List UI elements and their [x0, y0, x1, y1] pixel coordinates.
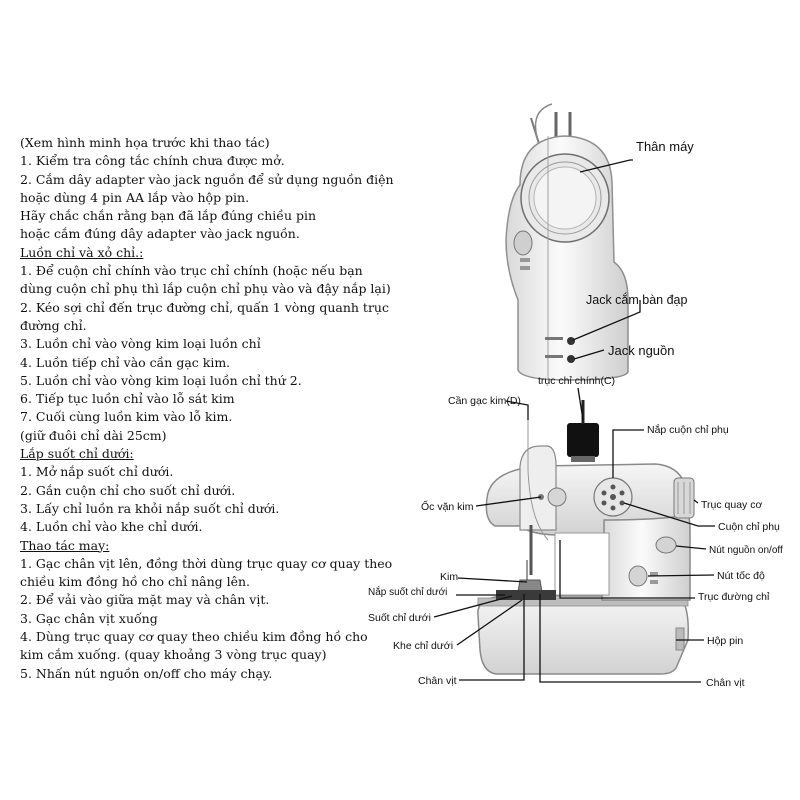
instruction-line: 3. Gạc chân vịt xuống [20, 610, 158, 626]
label-than-may: Thân máy [636, 139, 694, 154]
front-view-machine [477, 400, 695, 675]
label-chan-vit-left: Chân vịt [418, 675, 457, 687]
side-view-callouts [572, 159, 641, 360]
side-view-machine [505, 103, 629, 381]
instruction-line: dùng cuộn chỉ phụ thì lắp cuộn chỉ phụ v… [20, 281, 391, 297]
label-can-gac-kim: Cần gạc kim(D) [448, 395, 521, 407]
instruction-line: 4. Luồn tiếp chỉ vào cần gạc kim. [20, 354, 231, 370]
instruction-line: 1. Kiểm tra công tắc chính chưa được mở. [20, 153, 285, 169]
instruction-line: 1. Gạc chân vịt lên, đồng thời dùng trục… [20, 555, 393, 571]
label-truc-duong-chi: Trục đường chỉ [698, 591, 770, 603]
instruction-line: 3. Lấy chỉ luồn ra khỏi nắp suốt chỉ dướ… [20, 500, 280, 516]
label-jack-nguon: Jack nguồn [608, 343, 675, 358]
label-truc-quay-co: Trục quay cơ [701, 499, 762, 511]
instruction-line: Hãy chắc chắn rằng bạn đã lắp đúng chiều… [20, 208, 317, 224]
label-chan-vit-right: Chân vịt [706, 677, 745, 689]
instruction-line: 1. Mở nắp suốt chỉ dưới. [20, 464, 174, 480]
label-hop-pin: Hộp pin [707, 635, 743, 647]
instruction-line: 7. Cuối cùng luồn kim vào lỗ kim. [20, 409, 233, 425]
label-nap-suot-chi-duoi: Nắp suốt chỉ dưới [368, 585, 447, 598]
instruction-line: hoặc dùng 4 pin AA lắp vào hộp pin. [20, 189, 250, 205]
label-nut-nguon: Nút nguồn on/off [709, 544, 783, 556]
instruction-line: chiều kim đồng hồ cho chỉ nâng lên. [20, 574, 251, 590]
instruction-line: 1. Để cuộn chỉ chính vào trục chỉ chính … [20, 263, 363, 279]
label-kim: Kim [440, 571, 458, 583]
label-suot-chi-duoi: Suốt chỉ dưới [368, 612, 431, 624]
section-heading: Luồn chỉ và xỏ chỉ.: [20, 244, 144, 260]
label-cuon-chi-phu: Cuộn chỉ phụ [718, 521, 780, 533]
front-view-callouts [433, 387, 715, 683]
instruction-line: 2. Gắn cuộn chỉ cho suốt chỉ dưới. [20, 482, 236, 498]
label-nap-cuon-chi-phu: Nắp cuộn chỉ phụ [647, 423, 729, 436]
instruction-line: 5. Nhấn nút nguồn on/off cho máy chạy. [20, 665, 273, 681]
instruction-line: 4. Luồn chỉ vào khe chỉ dưới. [20, 519, 203, 535]
instruction-line: 2. Để vải vào giữa mặt may và chân vịt. [20, 592, 270, 608]
instruction-line: hoặc cắm đúng dây adapter vào jack nguồn… [20, 226, 300, 242]
instruction-line: 6. Tiếp tục luồn chỉ vào lỗ sát kim [20, 391, 235, 407]
instruction-line: (Xem hình minh họa trước khi thao tác) [20, 135, 270, 150]
instruction-line: 4. Dùng trục quay cơ quay theo chiều kim… [20, 629, 368, 645]
section-heading: Thao tác may: [20, 537, 110, 553]
label-truc-chi-chinh: trục chỉ chính(C) [538, 375, 615, 387]
label-nut-toc-do: Nút tốc độ [717, 570, 765, 582]
instruction-line: 2. Kéo sợi chỉ đến trục đường chỉ, quấn … [20, 299, 389, 315]
label-oc-van-kim: Ốc vặn kim [421, 499, 474, 513]
instruction-line: 5. Luồn chỉ vào vòng kim loại luồn chỉ t… [20, 372, 302, 388]
instruction-line: kim cắm xuống. (quay khoảng 3 vòng trục … [20, 647, 327, 663]
instruction-line: đường chỉ. [20, 317, 87, 333]
instructions-text: (Xem hình minh họa trước khi thao tác) 1.… [20, 134, 420, 683]
section-heading: Lắp suốt chỉ dưới: [20, 446, 134, 462]
instruction-line: 2. Cắm dây adapter vào jack nguồn để sử … [20, 171, 394, 187]
label-khe-chi-duoi: Khe chỉ dưới [393, 640, 453, 652]
instruction-line: 3. Luồn chỉ vào vòng kim loại luồn chỉ [20, 336, 261, 352]
label-jack-cam-ban-dap: Jack cắm bàn đạp [586, 292, 687, 307]
instruction-line: (giữ đuôi chỉ dài 25cm) [20, 427, 167, 443]
